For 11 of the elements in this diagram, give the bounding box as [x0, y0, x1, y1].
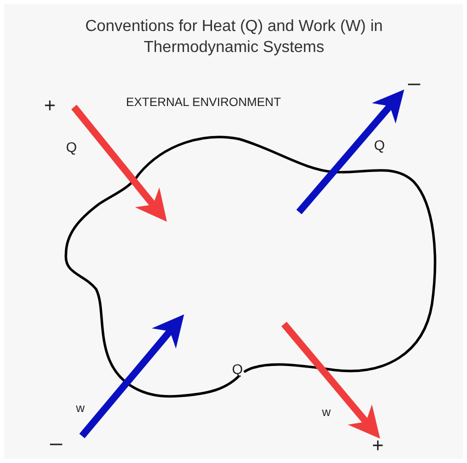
sign-label: – [50, 432, 62, 454]
symbol-label: w [76, 402, 85, 414]
symbol-label: Q [374, 138, 385, 152]
sign-label: + [44, 96, 56, 116]
symbol-label: Q [232, 362, 243, 376]
sign-label: + [372, 436, 384, 456]
sign-label: – [408, 72, 420, 94]
symbol-label: Q [66, 140, 77, 154]
diagram-title: Conventions for Heat (Q) and Work (W) in Thermodynamic Systems [84, 17, 384, 58]
symbol-label: w [322, 406, 331, 418]
region-label: EXTERNAL ENVIRONMENT [126, 96, 281, 108]
